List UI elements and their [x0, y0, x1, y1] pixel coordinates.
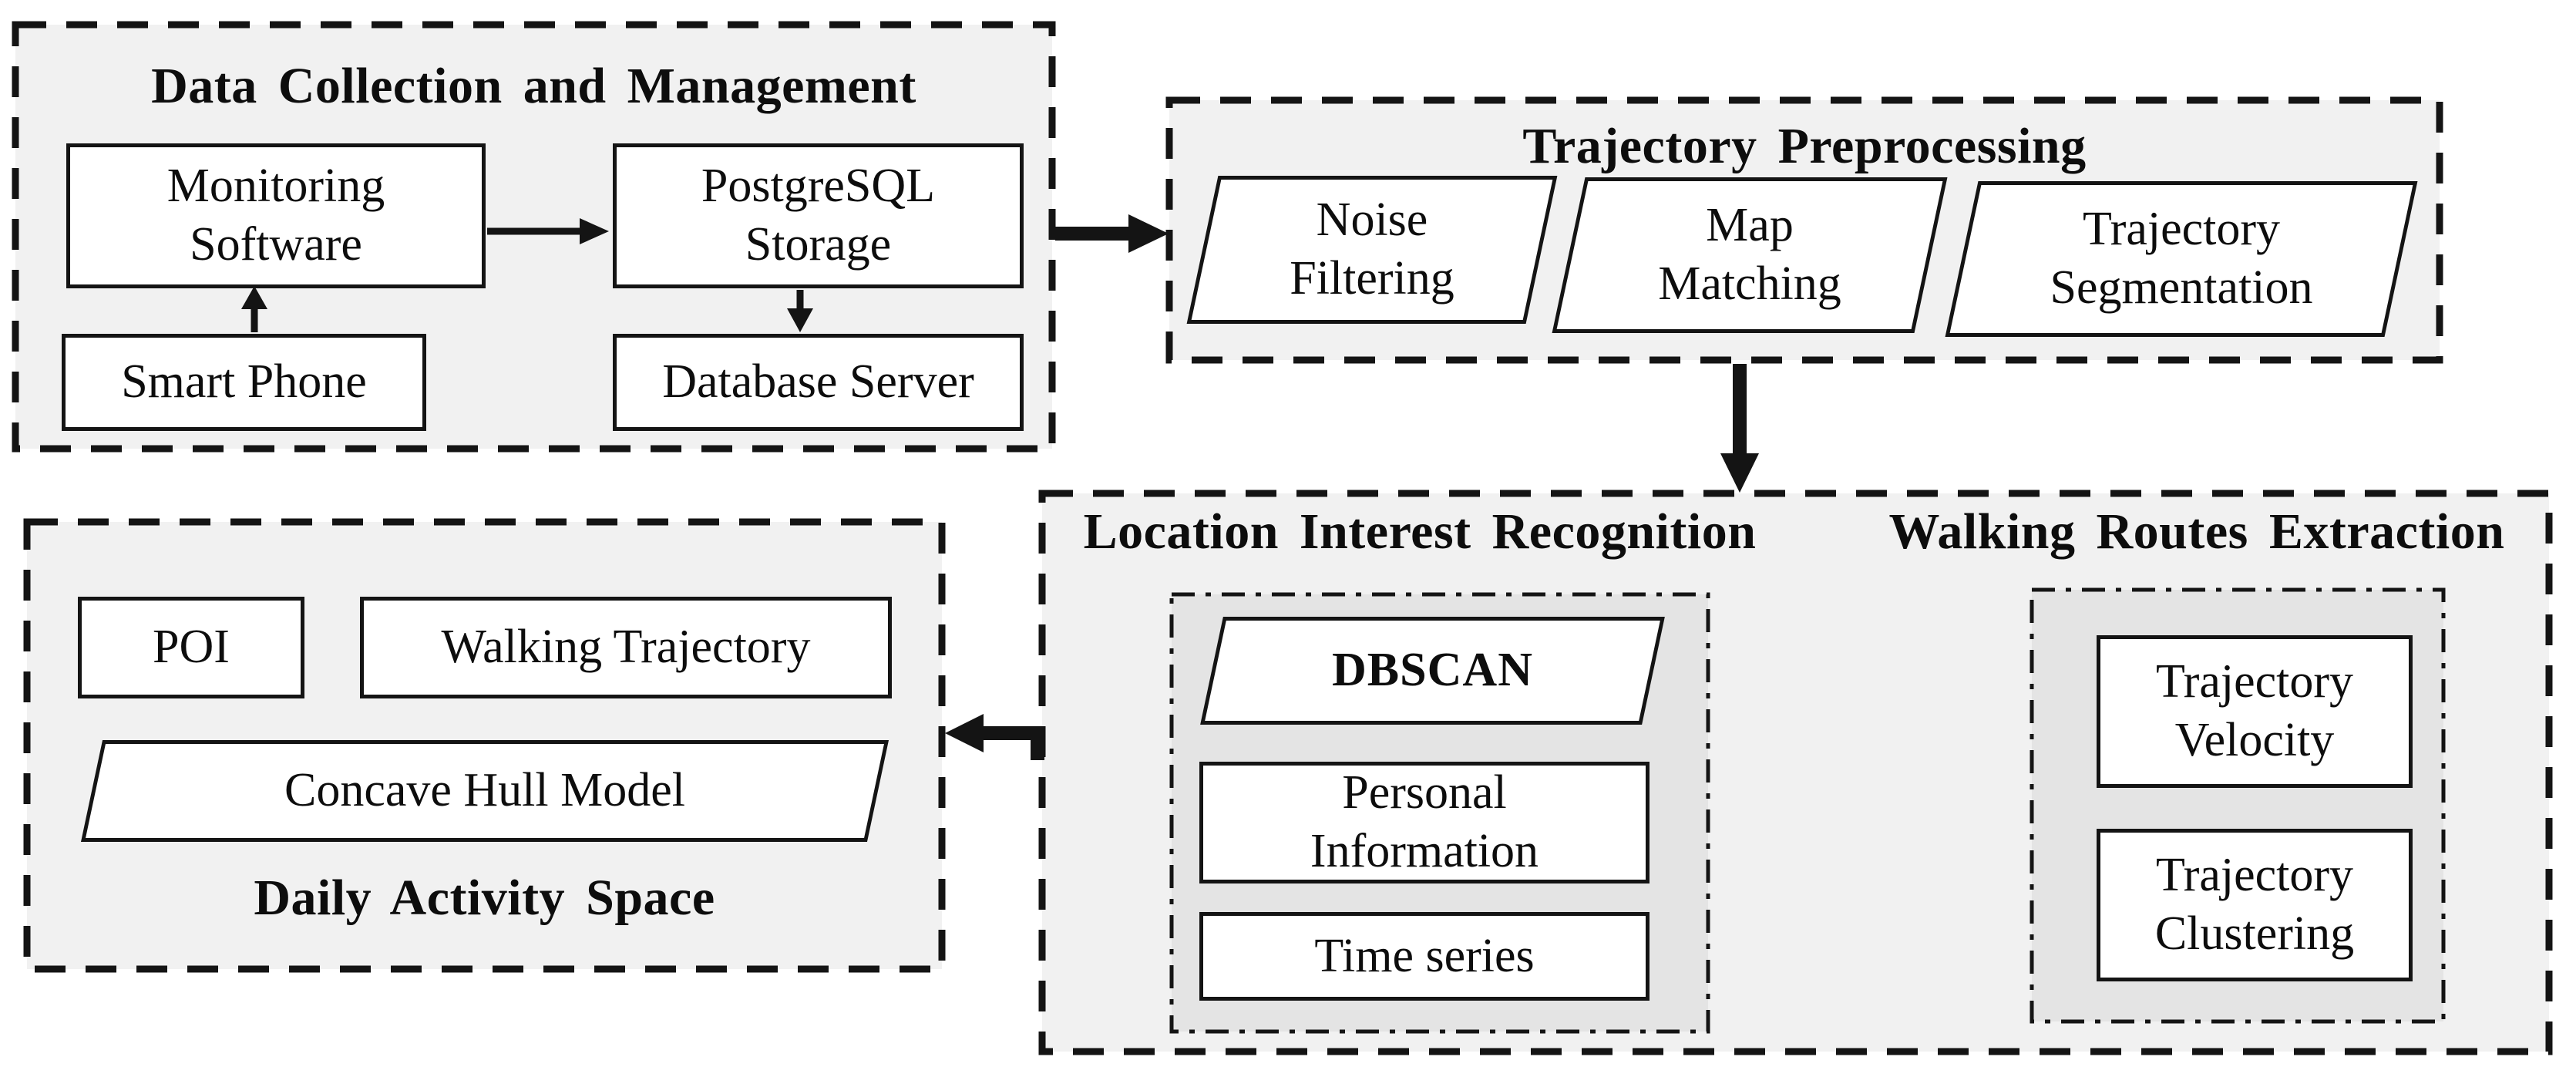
- time-series-label: Time series: [1314, 929, 1535, 982]
- walking-trajectory-label: Walking Trajectory: [441, 621, 811, 674]
- arrow-monitoring-to-postgresql-head: [580, 218, 609, 244]
- trajectory-velocity-label: Trajectory Velocity: [2156, 655, 2353, 766]
- map-matching-label: Map Matching: [1658, 199, 1841, 310]
- node-postgresql-storage: PostgreSQL Storage: [613, 143, 1024, 288]
- node-trajectory-clustering: Trajectory Clustering: [2097, 829, 2413, 981]
- data-collection-title: Data Collection and Management: [151, 58, 916, 114]
- trajectory-clustering-label: Trajectory Clustering: [2154, 849, 2355, 960]
- node-trajectory-velocity: Trajectory Velocity: [2097, 635, 2413, 788]
- node-monitoring-software: Monitoring Software: [66, 143, 486, 288]
- node-dbscan: DBSCAN: [1200, 617, 1665, 725]
- monitoring-software-label: Monitoring Software: [166, 160, 385, 271]
- arrow-smartphone-to-monitoring-head: [241, 286, 267, 309]
- database-server-label: Database Server: [662, 355, 974, 409]
- arrow-recognition-to-dailyactivity-head: [945, 714, 984, 752]
- node-concave-hull-model: Concave Hull Model: [80, 740, 889, 842]
- dbscan-label: DBSCAN: [1332, 644, 1533, 697]
- noise-filtering-label: Noise Filtering: [1290, 194, 1454, 305]
- daily-activity-space-title: Daily Activity Space: [254, 870, 715, 926]
- node-map-matching: Map Matching: [1552, 177, 1948, 333]
- node-time-series: Time series: [1199, 912, 1650, 1001]
- node-trajectory-segmentation: Trajectory Segmentation: [1945, 181, 2418, 337]
- trajectory-preprocessing-title: Trajectory Preprocessing: [1522, 118, 2087, 174]
- trajectory-segmentation-label: Trajectory Segmentation: [2050, 203, 2313, 314]
- arrow-preprocessing-to-recognition-head: [1720, 453, 1759, 493]
- arrow-postgresql-to-dbserver-head: [787, 308, 813, 332]
- location-interest-recognition-title: Location Interest Recognition: [1083, 503, 1757, 560]
- smart-phone-label: Smart Phone: [121, 355, 367, 409]
- node-database-server: Database Server: [613, 334, 1024, 431]
- poi-label: POI: [153, 621, 230, 674]
- node-poi: POI: [78, 597, 304, 698]
- concave-hull-model-label: Concave Hull Model: [284, 764, 685, 817]
- arrow-recognition-to-dailyactivity-shaft: [984, 726, 1044, 760]
- node-noise-filtering: Noise Filtering: [1186, 176, 1558, 324]
- postgresql-storage-label: PostgreSQL Storage: [701, 160, 936, 271]
- node-smart-phone: Smart Phone: [62, 334, 426, 431]
- node-personal-information: Personal Information: [1199, 762, 1650, 883]
- arrow-datacollection-to-preprocessing-head: [1128, 214, 1169, 253]
- walking-routes-extraction-title: Walking Routes Extraction: [1888, 503, 2505, 560]
- node-walking-trajectory: Walking Trajectory: [360, 597, 892, 698]
- personal-information-label: Personal Information: [1310, 766, 1539, 877]
